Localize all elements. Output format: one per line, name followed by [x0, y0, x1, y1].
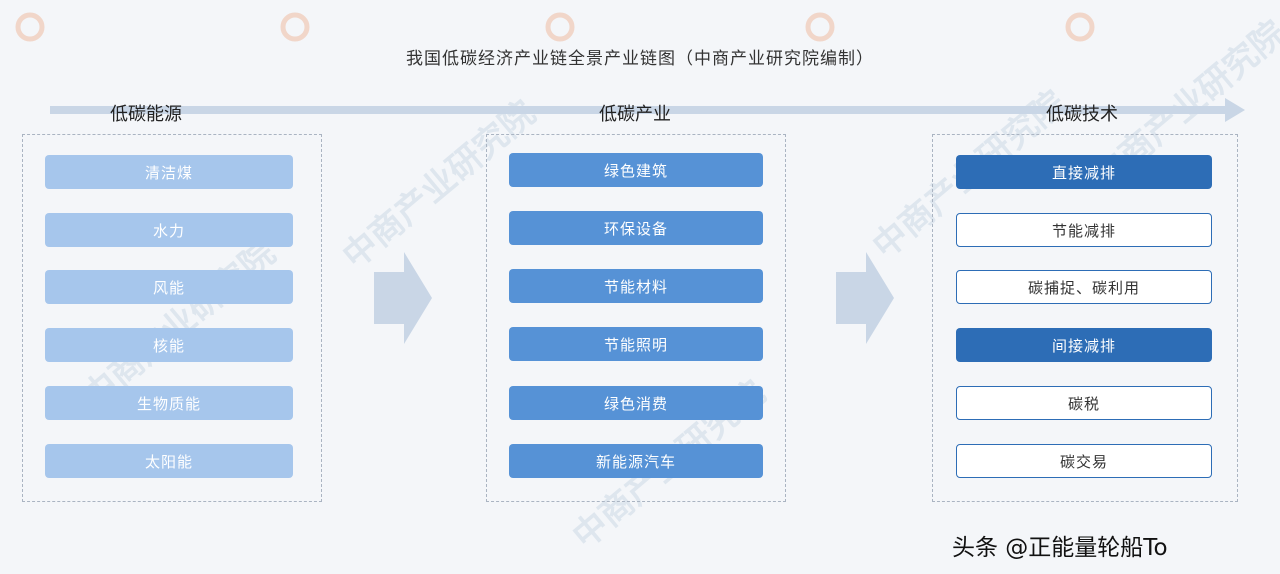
watermark-logo-icon — [545, 12, 575, 42]
list-item: 节能照明 — [509, 327, 763, 361]
list-item: 间接减排 — [956, 328, 1212, 362]
list-item: 清洁煤 — [45, 155, 293, 189]
list-item: 水力 — [45, 213, 293, 247]
list-item: 新能源汽车 — [509, 444, 763, 478]
arrow-right-icon — [836, 252, 894, 344]
list-item: 风能 — [45, 270, 293, 304]
list-item: 碳捕捉、碳利用 — [956, 270, 1212, 304]
column-header-low-carbon-technology: 低碳技术 — [1046, 104, 1118, 125]
diagram-title: 我国低碳经济产业链全景产业链图（中商产业研究院编制） — [406, 49, 874, 69]
credit-text: 头条 @正能量轮船To — [952, 535, 1168, 561]
panel-low-carbon-technology: 直接减排 节能减排 碳捕捉、碳利用 间接减排 碳税 碳交易 — [932, 134, 1238, 502]
list-item: 碳税 — [956, 386, 1212, 420]
column-header-low-carbon-energy: 低碳能源 — [110, 104, 182, 125]
list-item: 碳交易 — [956, 444, 1212, 478]
watermark-logo-icon — [280, 12, 310, 42]
arrow-right-icon — [374, 252, 432, 344]
watermark-logo-icon — [805, 12, 835, 42]
list-item: 环保设备 — [509, 211, 763, 245]
list-item: 生物质能 — [45, 386, 293, 420]
list-item: 节能材料 — [509, 269, 763, 303]
list-item: 直接减排 — [956, 155, 1212, 189]
watermark-logo-icon — [1065, 12, 1095, 42]
panel-low-carbon-energy: 清洁煤 水力 风能 核能 生物质能 太阳能 — [22, 134, 322, 502]
list-item: 绿色建筑 — [509, 153, 763, 187]
list-item: 太阳能 — [45, 444, 293, 478]
list-item: 绿色消费 — [509, 386, 763, 420]
column-header-low-carbon-industry: 低碳产业 — [599, 104, 671, 125]
list-item: 核能 — [45, 328, 293, 362]
watermark-logo-icon — [15, 12, 45, 42]
flow-arrow-icon — [50, 98, 1245, 122]
list-item: 节能减排 — [956, 213, 1212, 247]
panel-low-carbon-industry: 绿色建筑 环保设备 节能材料 节能照明 绿色消费 新能源汽车 — [486, 134, 786, 502]
